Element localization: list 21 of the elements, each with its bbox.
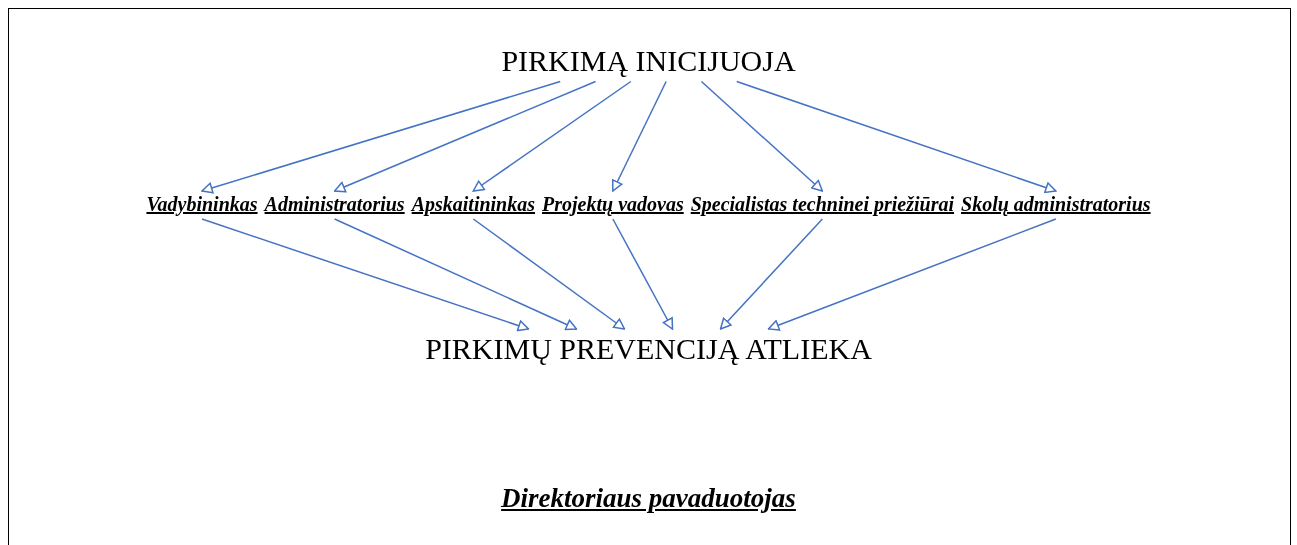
arrow — [700, 80, 824, 192]
role-label: Specialistas techninei priežiūrai — [690, 192, 955, 217]
arrow — [333, 218, 578, 331]
arrow — [472, 80, 632, 192]
arrow — [333, 80, 597, 193]
role-label: Apskaitininkas — [411, 192, 536, 217]
heading-text: PIRKIMĄ INICIJUOJA — [501, 42, 796, 80]
arrow — [736, 80, 1057, 194]
arrow — [767, 218, 1057, 331]
arrow — [472, 218, 626, 330]
role-label: Projektų vadovas — [542, 192, 684, 217]
arrow — [719, 218, 824, 330]
role-label: Administratorius — [264, 192, 405, 217]
heading-text: PIRKIMŲ PREVENCIJĄ ATLIEKA — [425, 330, 872, 368]
role-label: Skolų administratorius — [961, 192, 1151, 217]
arrow — [201, 80, 561, 194]
footer-label: Direktoriaus pavaduotojas — [501, 482, 796, 515]
arrow — [612, 218, 674, 330]
role-label: Vadybininkas — [146, 192, 258, 217]
arrow — [201, 218, 530, 332]
arrow — [612, 80, 667, 192]
